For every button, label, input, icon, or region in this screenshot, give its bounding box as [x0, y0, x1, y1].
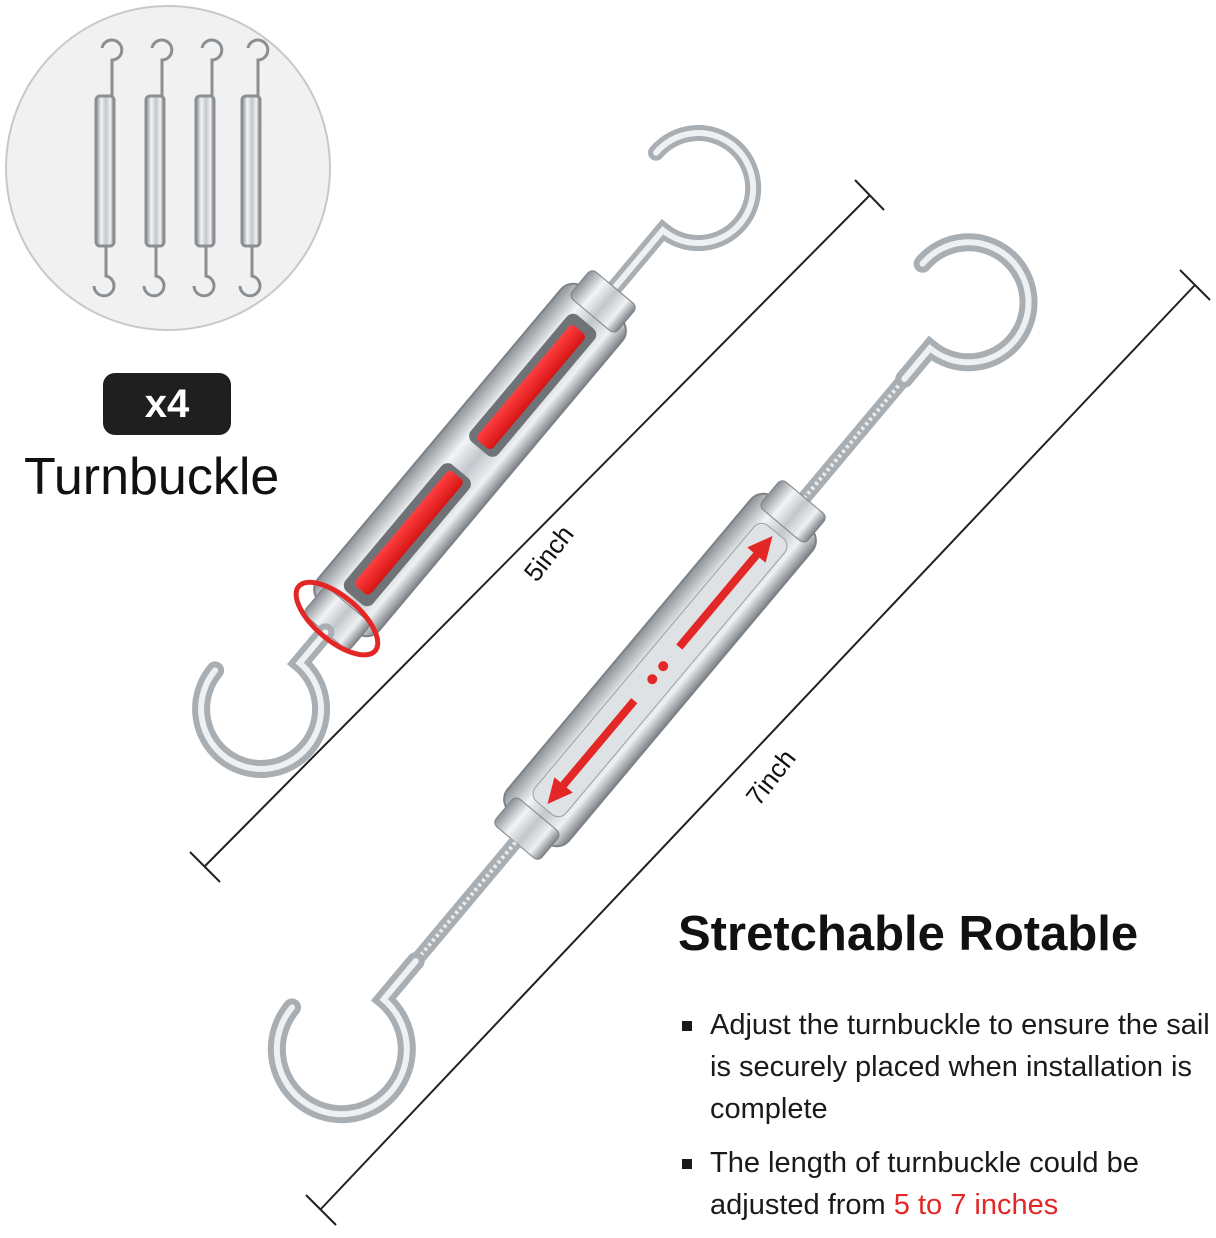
feature-item: The length of turnbuckle could be adjust…	[682, 1142, 1212, 1226]
dimension-line-5inch	[189, 179, 885, 883]
feature-text: The length of turnbuckle could be adjust…	[710, 1147, 1139, 1221]
turnbuckle-short	[192, 125, 762, 778]
turnbuckle-long	[267, 233, 1038, 1124]
feature-text: Adjust the turnbuckle to ensure the sail…	[710, 1009, 1210, 1125]
thumbnail-circle	[5, 5, 331, 331]
product-name: Turnbuckle	[24, 448, 280, 506]
feature-title: Stretchable Rotable	[678, 907, 1139, 961]
feature-highlight: 5 to 7 inches	[893, 1189, 1059, 1221]
rotation-arrow-icon	[293, 579, 381, 658]
dimension-line-7inch	[305, 269, 1211, 1226]
bullet-icon	[682, 1021, 692, 1031]
feature-item: Adjust the turnbuckle to ensure the sail…	[682, 1004, 1212, 1130]
turnbuckle-thumbnail-icon	[92, 38, 270, 298]
bullet-icon	[682, 1159, 692, 1169]
stretch-arrow-icon	[477, 325, 585, 450]
feature-list: Adjust the turnbuckle to ensure the sail…	[682, 1004, 1212, 1238]
quantity-badge: x4	[103, 373, 231, 435]
